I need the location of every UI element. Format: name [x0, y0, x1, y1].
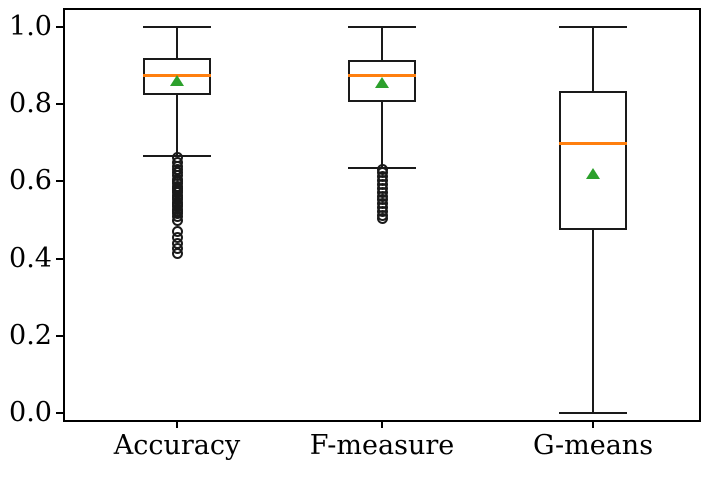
- mean-marker: [170, 75, 184, 87]
- whisker-cap-lower: [559, 412, 627, 414]
- outlier-point: [171, 214, 183, 226]
- y-axis-tick: [56, 26, 63, 28]
- whisker-lower: [592, 229, 594, 413]
- y-axis-tick-label: 1.0: [9, 11, 52, 42]
- whisker-cap-upper: [143, 26, 211, 28]
- y-axis-tick-label: 0.4: [9, 242, 52, 274]
- y-axis-tick: [56, 412, 63, 414]
- whisker-upper: [381, 27, 383, 60]
- mean-marker: [375, 77, 389, 89]
- y-axis-tick-label: 0.2: [9, 319, 52, 351]
- y-axis-tick-label: 0.0: [9, 397, 52, 428]
- y-axis-tick-label: 0.8: [9, 88, 52, 120]
- whisker-cap-upper: [348, 26, 416, 28]
- iqr-box: [559, 90, 627, 230]
- x-axis-tick: [381, 421, 383, 428]
- x-axis-tick-label-g-means: G-means: [532, 430, 654, 461]
- y-axis-tick: [56, 180, 63, 183]
- x-axis-tick: [176, 421, 178, 428]
- y-axis-tick: [56, 334, 63, 337]
- whisker-cap-upper: [559, 26, 627, 28]
- x-axis-tick: [592, 421, 594, 428]
- whisker-lower: [381, 102, 383, 168]
- whisker-upper: [176, 27, 178, 58]
- whisker-upper: [592, 27, 594, 91]
- outlier-point: [171, 248, 183, 260]
- median-line: [559, 141, 627, 145]
- x-axis-tick-label-f-measure: F-measure: [309, 430, 455, 461]
- y-axis-tick-label: 0.6: [9, 165, 52, 197]
- mean-marker: [586, 167, 600, 179]
- y-axis-tick: [56, 103, 63, 106]
- iqr-box: [348, 59, 416, 103]
- x-axis-tick-label-accuracy: Accuracy: [113, 430, 241, 461]
- median-line: [348, 74, 416, 78]
- whisker-lower: [176, 94, 178, 157]
- y-axis-tick: [56, 257, 63, 260]
- outlier-point: [376, 213, 388, 225]
